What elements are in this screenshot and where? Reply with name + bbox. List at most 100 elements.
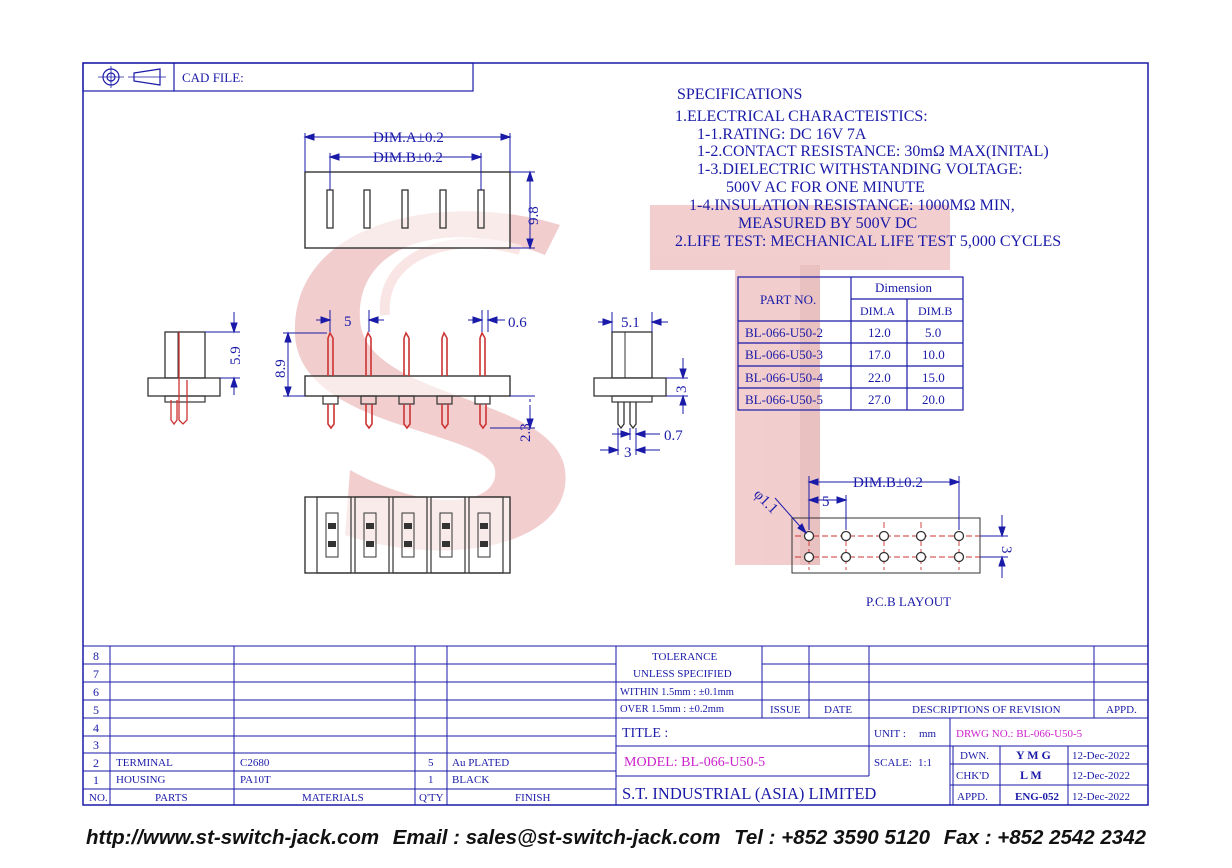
rev-date: DATE	[824, 704, 852, 716]
bom-header-qty: Q'TY	[419, 792, 444, 804]
chk-date: 12-Dec-2022	[1072, 770, 1130, 782]
bom-finish: Au PLATED	[452, 757, 509, 769]
height-8-9-label: 8.9	[273, 359, 289, 378]
website-link[interactable]: http://www.st-switch-jack.com	[85, 826, 380, 849]
dwn-date: 12-Dec-2022	[1072, 750, 1130, 762]
tolerance-block: TOLERANCE UNLESS SPECIFIED WITHIN 1.5mm …	[620, 651, 734, 715]
bom-header-parts: PARTS	[155, 792, 188, 804]
width-0-6-label: 0.6	[508, 315, 527, 331]
bom-no: 2	[93, 756, 99, 770]
tolerance-within: WITHIN 1.5mm : ±0.1mm	[620, 687, 734, 698]
bom-finish: BLACK	[452, 774, 489, 786]
bom-part: HOUSING	[116, 774, 166, 786]
appd-date: 12-Dec-2022	[1072, 791, 1130, 803]
revision-block: ISSUE DATE DESCRIPTIONS OF REVISION APPD…	[770, 704, 1137, 716]
contact-footer: http://www.st-switch-jack.com Email : sa…	[0, 826, 1232, 850]
spec-line: 1-4.INSULATION RESISTANCE: 1000MΩ MIN,	[689, 197, 1015, 214]
dwn-value: Y M G	[1016, 748, 1051, 762]
email-link[interactable]: Email : sales@st-switch-jack.com	[392, 826, 721, 849]
spec-line: 1-3.DIELECTRIC WITHSTANDING VOLTAGE:	[697, 161, 1023, 178]
bom-no: 1	[93, 773, 99, 787]
appd-label: APPD.	[957, 791, 988, 803]
pcb-pitch-label: 5	[822, 494, 830, 510]
front-view: 8.9 5 0.6 2.3	[273, 310, 535, 442]
dim-row-a: 17.0	[868, 347, 891, 362]
bom-qty: 5	[428, 757, 434, 769]
dim-table-part-header: PART NO.	[760, 292, 816, 307]
height-9-8-label: 9.8	[526, 206, 542, 225]
bom-part: TERMINAL	[116, 757, 173, 769]
dim-row-a: 22.0	[868, 370, 891, 385]
width-3-label: 3	[624, 445, 632, 461]
rev-issue: ISSUE	[770, 704, 801, 716]
pcb-layout: DIM.B±0.2 5 φ1.1 3 P.C.B LAYOUT	[750, 475, 1014, 609]
chk-value: L M	[1020, 768, 1042, 782]
spec-line: 1-2.CONTACT RESISTANCE: 30mΩ MAX(INITAL)	[697, 143, 1049, 160]
dim-row-b: 5.0	[925, 325, 941, 340]
bom-no: 6	[93, 685, 99, 699]
model-label: MODEL: BL-066-U50-5	[624, 755, 765, 770]
width-0-7-label: 0.7	[664, 428, 683, 444]
bom-no: 3	[93, 738, 99, 752]
bom-header-materials: MATERIALS	[302, 792, 364, 804]
cad-header: CAD FILE:	[82, 62, 474, 92]
bom-header-no: NO.	[89, 792, 108, 804]
scale-label: SCALE:	[874, 757, 912, 769]
pcb-dim-b-label: DIM.B±0.2	[853, 475, 923, 491]
dim-row-part: BL-066-U50-4	[745, 370, 823, 385]
dim-b-label: DIM.B±0.2	[373, 150, 443, 166]
spec-line: 500V AC FOR ONE MINUTE	[726, 179, 925, 196]
st-watermark	[294, 205, 950, 565]
dim-table-group-header: Dimension	[875, 280, 933, 295]
spec-line: MEASURED BY 500V DC	[738, 215, 917, 232]
dim-a-label: DIM.A±0.2	[373, 130, 444, 146]
pitch-5-label: 5	[344, 314, 352, 330]
fax-text: Fax : +852 2542 2342	[943, 826, 1147, 849]
cad-file-label: CAD FILE:	[182, 70, 244, 85]
appd-value: ENG-052	[1015, 791, 1060, 803]
tolerance-over: OVER 1.5mm : ±0.2mm	[620, 704, 724, 715]
bom-table	[83, 645, 1148, 805]
height-3-label: 3	[674, 386, 690, 394]
dim-table-rows: BL-066-U50-2 12.0 5.0 BL-066-U50-3 17.0 …	[745, 325, 945, 407]
dimension-table	[737, 276, 964, 411]
bom-no: 7	[93, 667, 99, 681]
side-view-right: 5.1 3 0.7 3	[593, 312, 690, 461]
spec-line: 1.ELECTRICAL CHARACTEISTICS:	[675, 108, 928, 125]
title-label: TITLE :	[622, 726, 668, 741]
dim-row-a: 27.0	[868, 392, 891, 407]
dim-table-col-a: DIM.A	[860, 304, 895, 318]
scale-value: 1:1	[918, 757, 932, 769]
dim-row-part: BL-066-U50-5	[745, 392, 823, 407]
chk-label: CHK'D	[956, 770, 989, 782]
title-block: TITLE : UNIT : mm DRWG NO.: BL-066-U50-5…	[622, 726, 1130, 803]
specifications: SPECIFICATIONS 1.ELECTRICAL CHARACTEISTI…	[675, 86, 1061, 250]
bottom-view	[304, 496, 511, 574]
rev-appd: APPD.	[1106, 704, 1137, 716]
height-2-3-label: 2.3	[518, 423, 534, 442]
bom-header-finish: FINISH	[515, 792, 551, 804]
bom-material: C2680	[240, 757, 270, 769]
company-name: S.T. INDUSTRIAL (ASIA) LIMITED	[622, 784, 876, 803]
height-5-9-label: 5.9	[228, 346, 244, 365]
dim-row-a: 12.0	[868, 325, 891, 340]
pcb-height-label: 3	[998, 546, 1014, 554]
unit-value: mm	[919, 728, 937, 740]
side-view-left: 5.9	[147, 312, 244, 426]
specs-title: SPECIFICATIONS	[677, 86, 802, 103]
dim-table-col-b: DIM.B	[918, 304, 952, 318]
tolerance-title: TOLERANCE	[652, 651, 717, 663]
spec-line: 1-1.RATING: DC 16V 7A	[697, 126, 867, 143]
dwn-label: DWN.	[960, 750, 989, 762]
telephone-text: Tel : +852 3590 5120	[734, 826, 930, 849]
unit-label: UNIT :	[874, 728, 906, 740]
pcb-layout-label: P.C.B LAYOUT	[866, 594, 951, 609]
tolerance-subtitle: UNLESS SPECIFIED	[633, 668, 732, 680]
dim-row-part: BL-066-U50-3	[745, 347, 823, 362]
bom-no: 4	[93, 721, 99, 735]
width-5-1-label: 5.1	[621, 315, 640, 331]
dim-row-b: 20.0	[922, 392, 945, 407]
bom-no: 5	[93, 703, 99, 717]
spec-line: 2.LIFE TEST: MECHANICAL LIFE TEST 5,000 …	[675, 233, 1061, 250]
